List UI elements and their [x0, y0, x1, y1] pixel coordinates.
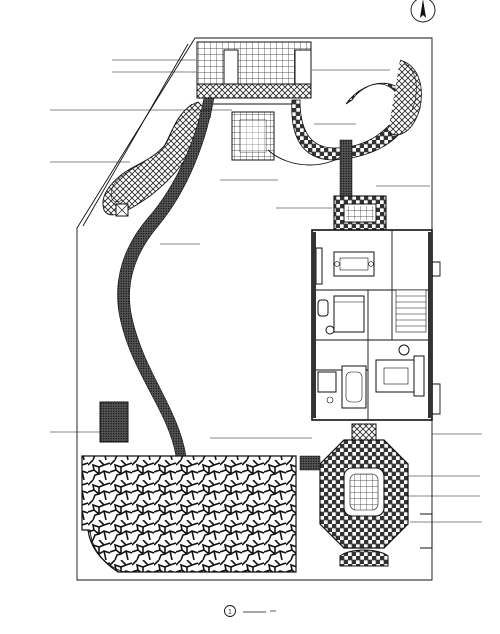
detail-marker-number: 1: [228, 607, 232, 615]
entrance-porch: [333, 195, 387, 231]
house-plan: [311, 229, 441, 421]
north-arrow-icon: [410, 0, 436, 23]
pool-pavilion: [299, 423, 433, 567]
callout-annotations: [50, 59, 482, 523]
entry-walkway: [339, 139, 353, 205]
planter-bed: [99, 401, 129, 443]
drawing-title: 1: [224, 605, 276, 617]
lower-grid-court: [209, 103, 298, 161]
left-garden-path: [102, 101, 205, 217]
stone-paved-terrace: [81, 455, 297, 573]
detail-marker-circle: [224, 605, 236, 617]
site-boundary: [76, 37, 433, 581]
upper-terrace: [196, 41, 312, 99]
